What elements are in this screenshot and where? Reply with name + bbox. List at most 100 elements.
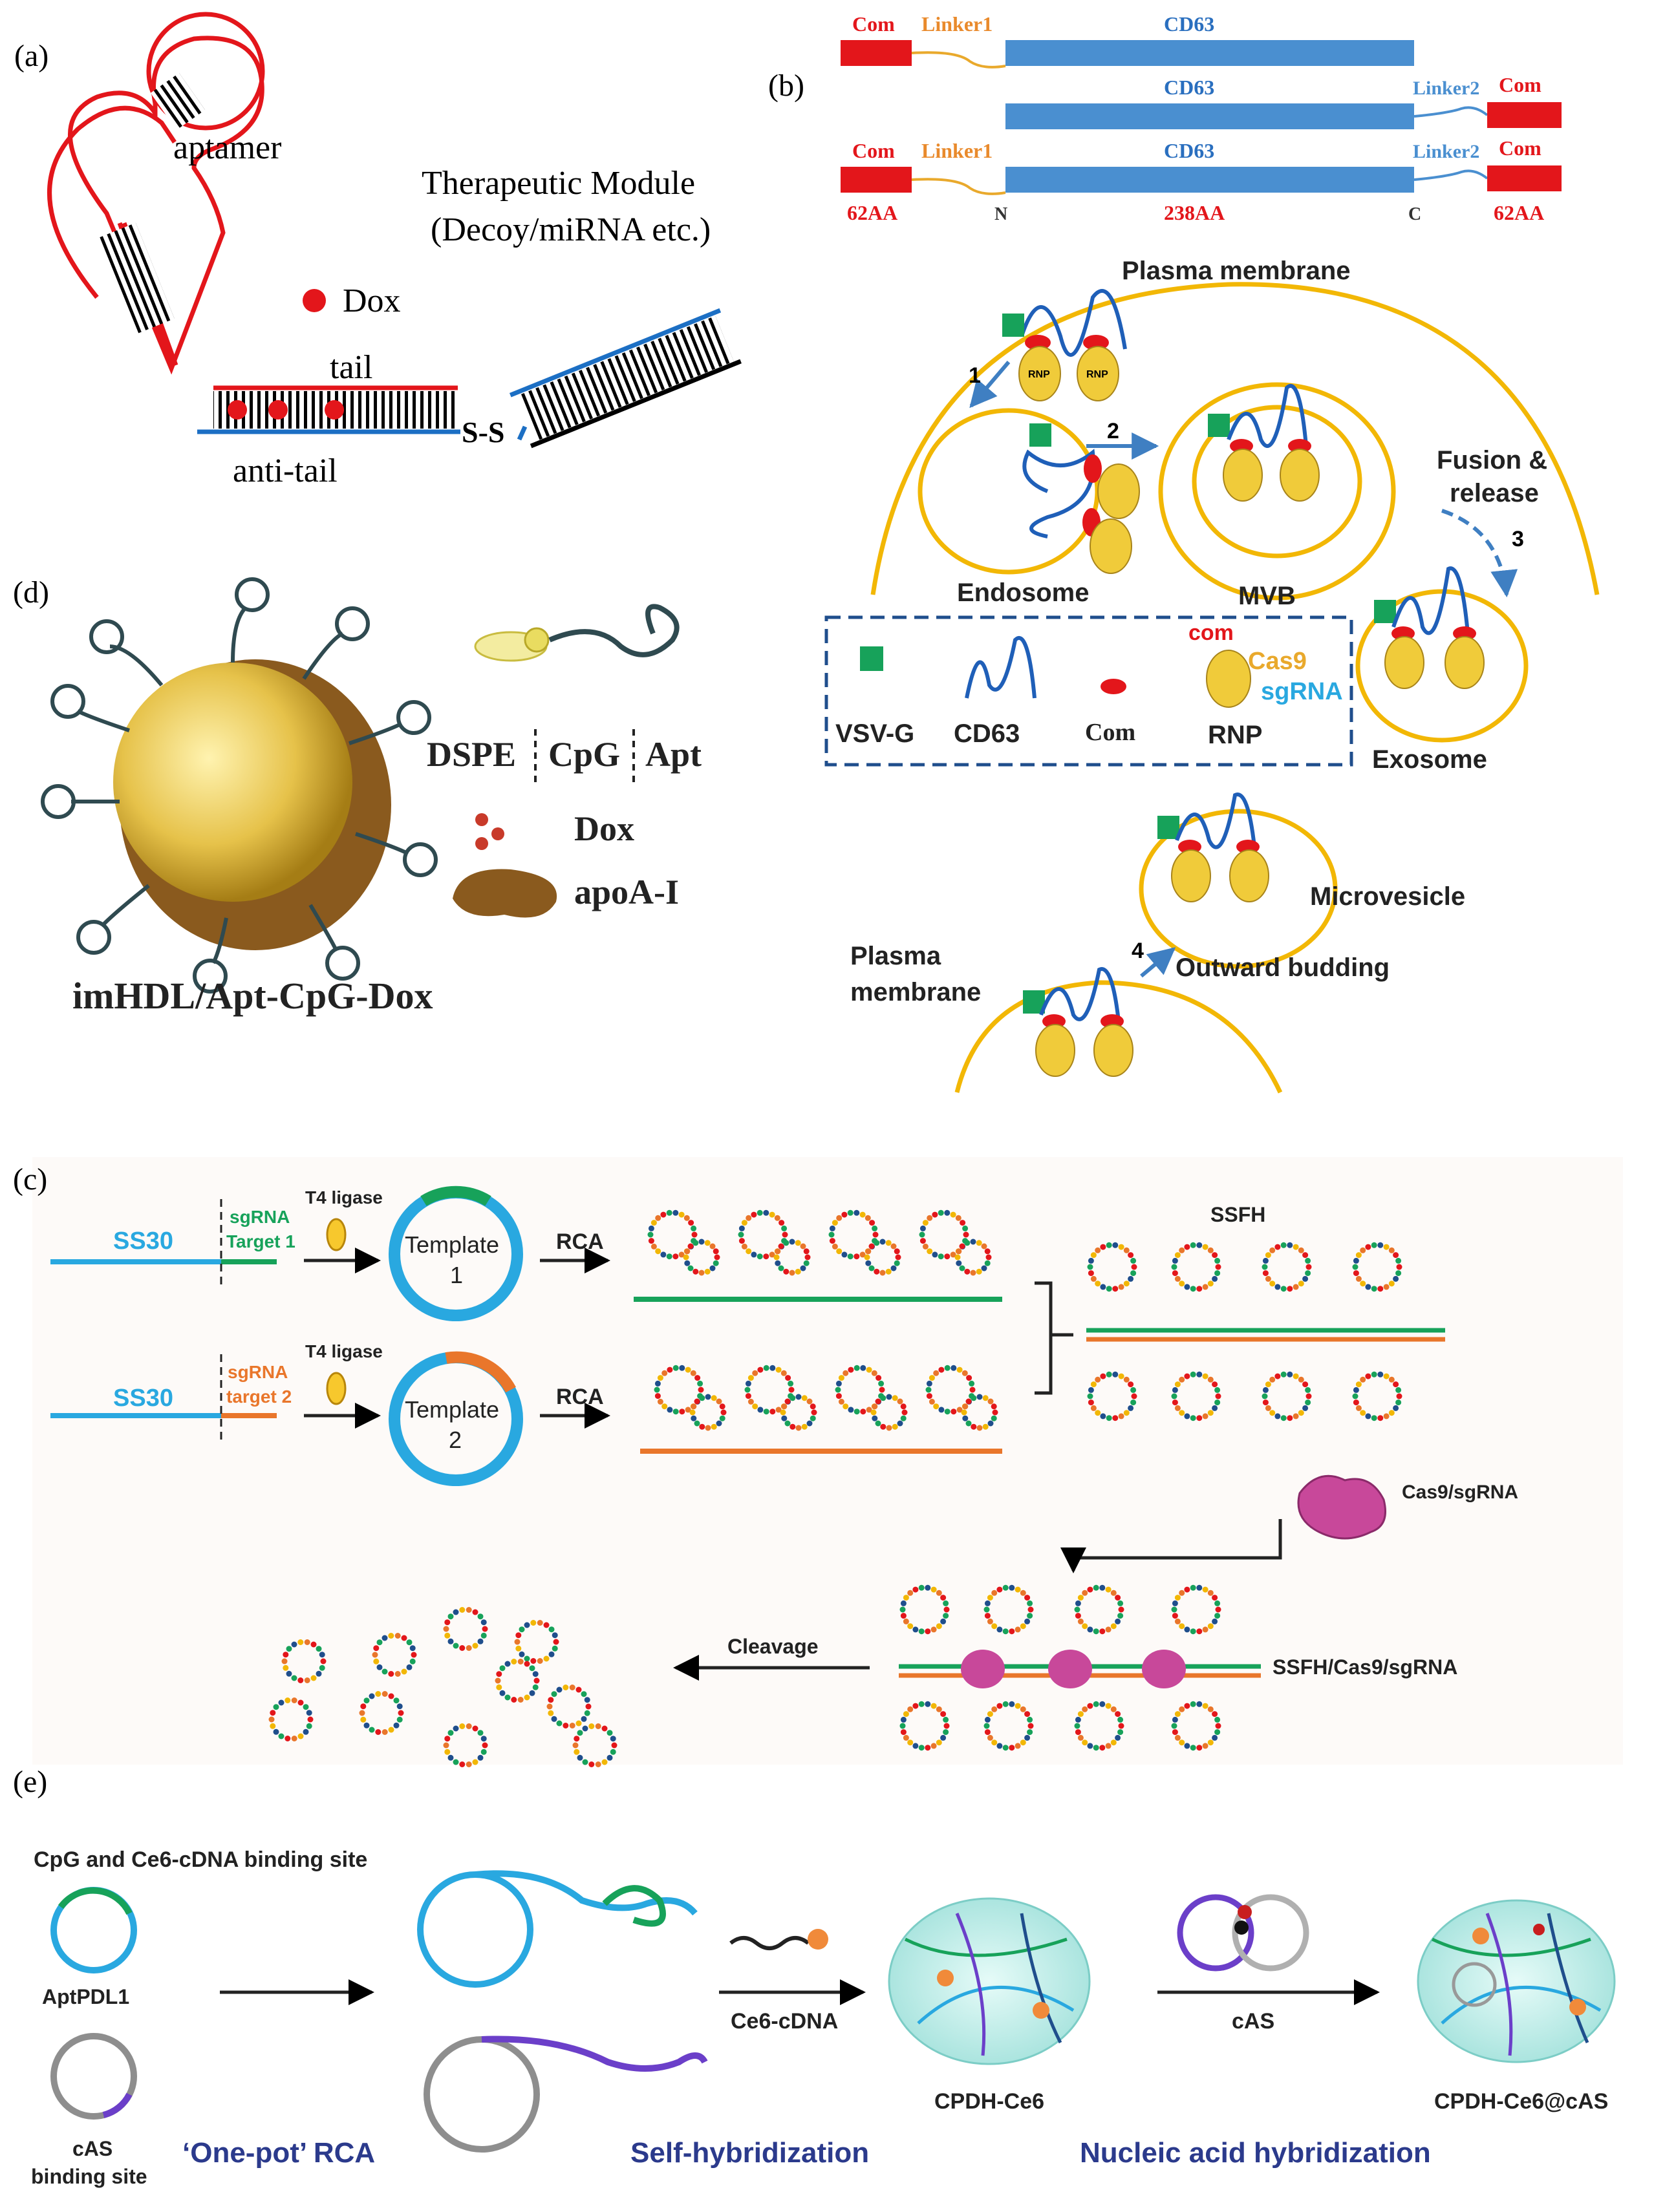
anti-tail-label: anti-tail [233, 452, 338, 489]
dspe-label: DSPE [427, 735, 516, 774]
cas-icon-ring-1 [1177, 1894, 1254, 1972]
rca-product-cas [424, 2036, 540, 2153]
panel-c: (c) SS30 sgRNA Target 1 T4 ligase Templa… [13, 1157, 1623, 1767]
aptamer-left-arc [47, 105, 177, 299]
t4-ligase-icon-2 [326, 1372, 347, 1405]
legend-com-small: com [1188, 621, 1234, 645]
panel-a: (a) aptamer tail anti-tail S-S Dox Thera… [14, 12, 742, 489]
cpdh-cas-ring [1452, 1962, 1497, 2007]
cd63-label-1: CD63 [1164, 12, 1214, 36]
bottom-membrane-label: membrane [850, 978, 981, 1006]
exosome-circle [1355, 589, 1529, 743]
cpg-site-arc [58, 1887, 133, 1915]
linker1-label-3: Linker1 [921, 139, 993, 162]
cpg-label: CpG [548, 735, 620, 774]
rca2-loop-small [780, 1394, 817, 1431]
rnp-group-membrane: RNP RNP [1002, 289, 1127, 401]
aptamer-stem-hatch [100, 222, 175, 334]
dna-nanoflower-loops [268, 1209, 1402, 1767]
template2-number: 2 [449, 1427, 462, 1453]
ssfh-loop-bottom [1171, 1371, 1221, 1421]
ssfh-loop-bottom [1262, 1371, 1312, 1421]
cpdh-ce6-label: CPDH-Ce6 [934, 2089, 1044, 2114]
ssfh-label: SSFH [1210, 1203, 1265, 1226]
cd63-icon [965, 636, 1036, 699]
bound-cas9-2 [1048, 1650, 1092, 1688]
cpdh-ce6-network [888, 1897, 1091, 2065]
rnp-group-mvb [1208, 384, 1320, 502]
cpdh-cas-dot-3 [1533, 1924, 1545, 1935]
cd63-bar-1 [1005, 40, 1414, 66]
rca-label-2: RCA [556, 1385, 604, 1409]
aptamer-label: aptamer [173, 129, 281, 166]
legend-sgrna: sgRNA [1261, 678, 1343, 705]
disulfide-label: S-S [462, 416, 504, 449]
com-block-3 [841, 167, 912, 193]
cpdh-cas-dot-1 [1472, 1928, 1489, 1944]
complex-loop-bottom [899, 1701, 950, 1751]
cas-site-label-1: cAS [72, 2137, 113, 2160]
hdl-aptamer-arms [41, 577, 438, 994]
therapeutic-module-sublabel: (Decoy/miRNA etc.) [431, 211, 711, 248]
rnp-group-exosome [1374, 566, 1485, 689]
step3-label: 3 [1512, 527, 1524, 551]
template1-label: Template [405, 1231, 499, 1258]
dox-particle-1 [475, 813, 488, 826]
outward-budding-label: Outward budding [1176, 953, 1390, 982]
legend-com: Com [1085, 719, 1135, 746]
complex-loop-bottom [1074, 1701, 1124, 1751]
ce6-dye-icon [808, 1929, 828, 1950]
step4-label: 4 [1132, 939, 1144, 963]
linker2-line-3 [1413, 169, 1488, 181]
release-label: release [1450, 479, 1539, 507]
fusion-label: Fusion & [1437, 446, 1547, 474]
panel-d: (d) DSPE [13, 575, 702, 1017]
cleaved-fragment [546, 1685, 592, 1728]
legend-cd63: CD63 [954, 719, 1020, 748]
cleaved-fragment [372, 1633, 417, 1677]
step1-label: 1 [969, 363, 981, 388]
cas-icon-dot-2 [1234, 1920, 1249, 1935]
dspe-head-icon [524, 627, 550, 653]
panel-label-b: (b) [768, 69, 804, 103]
t4-ligase-icon-1 [326, 1218, 347, 1251]
linker2-line-2 [1413, 106, 1488, 118]
linker1-line-3 [911, 178, 1006, 195]
ssfh-loop-top [1352, 1242, 1402, 1292]
cas-site-label-2: binding site [31, 2165, 147, 2188]
cleaved-fragment [514, 1620, 559, 1664]
cleaved-fragment [268, 1697, 314, 1741]
dox-dot-1 [228, 400, 247, 420]
cas9-sgrna-label: Cas9/sgRNA [1402, 1482, 1518, 1503]
cas-template-circle [50, 2033, 137, 2120]
bound-cas9-1 [961, 1650, 1005, 1688]
com-block-1 [841, 40, 912, 66]
mvb-outer [1158, 382, 1396, 601]
cpdh-ce6-dot-2 [1033, 2002, 1049, 2019]
rca2-loop-small [689, 1394, 727, 1431]
legend-box [824, 615, 1353, 767]
microvesicle-label: Microvesicle [1310, 882, 1465, 911]
com-block-2 [1487, 102, 1562, 128]
step2-label: 2 [1107, 419, 1119, 443]
ssfh-loop-bottom [1087, 1371, 1137, 1421]
ssfh-cas9-label: SSFH/Cas9/sgRNA [1273, 1655, 1457, 1679]
c-term-label: C [1408, 204, 1421, 224]
rca1-loop [919, 1209, 969, 1260]
cpdh-network-strands [904, 1913, 1075, 2056]
apoai-icon [453, 869, 557, 918]
tail-label: tail [330, 349, 372, 386]
plasma-membrane-arc [870, 282, 1600, 595]
legend-vsvg: VSV-G [835, 719, 914, 748]
linker1-line-1 [911, 51, 1006, 69]
ce6-cdna-label: Ce6-cDNA [731, 2009, 838, 2034]
sgrna-target2-line1: sgRNA [228, 1362, 288, 1382]
rnp-icon [1206, 650, 1251, 708]
self-hybridization-label: Self-hybridization [630, 2137, 869, 2169]
dox-particle-3 [475, 837, 488, 850]
template2-target-arc [445, 1351, 516, 1393]
sgrna-target1-line1: sgRNA [230, 1207, 290, 1227]
legend-rnp: RNP [1208, 721, 1262, 749]
ssfh-loop-top [1262, 1242, 1312, 1292]
